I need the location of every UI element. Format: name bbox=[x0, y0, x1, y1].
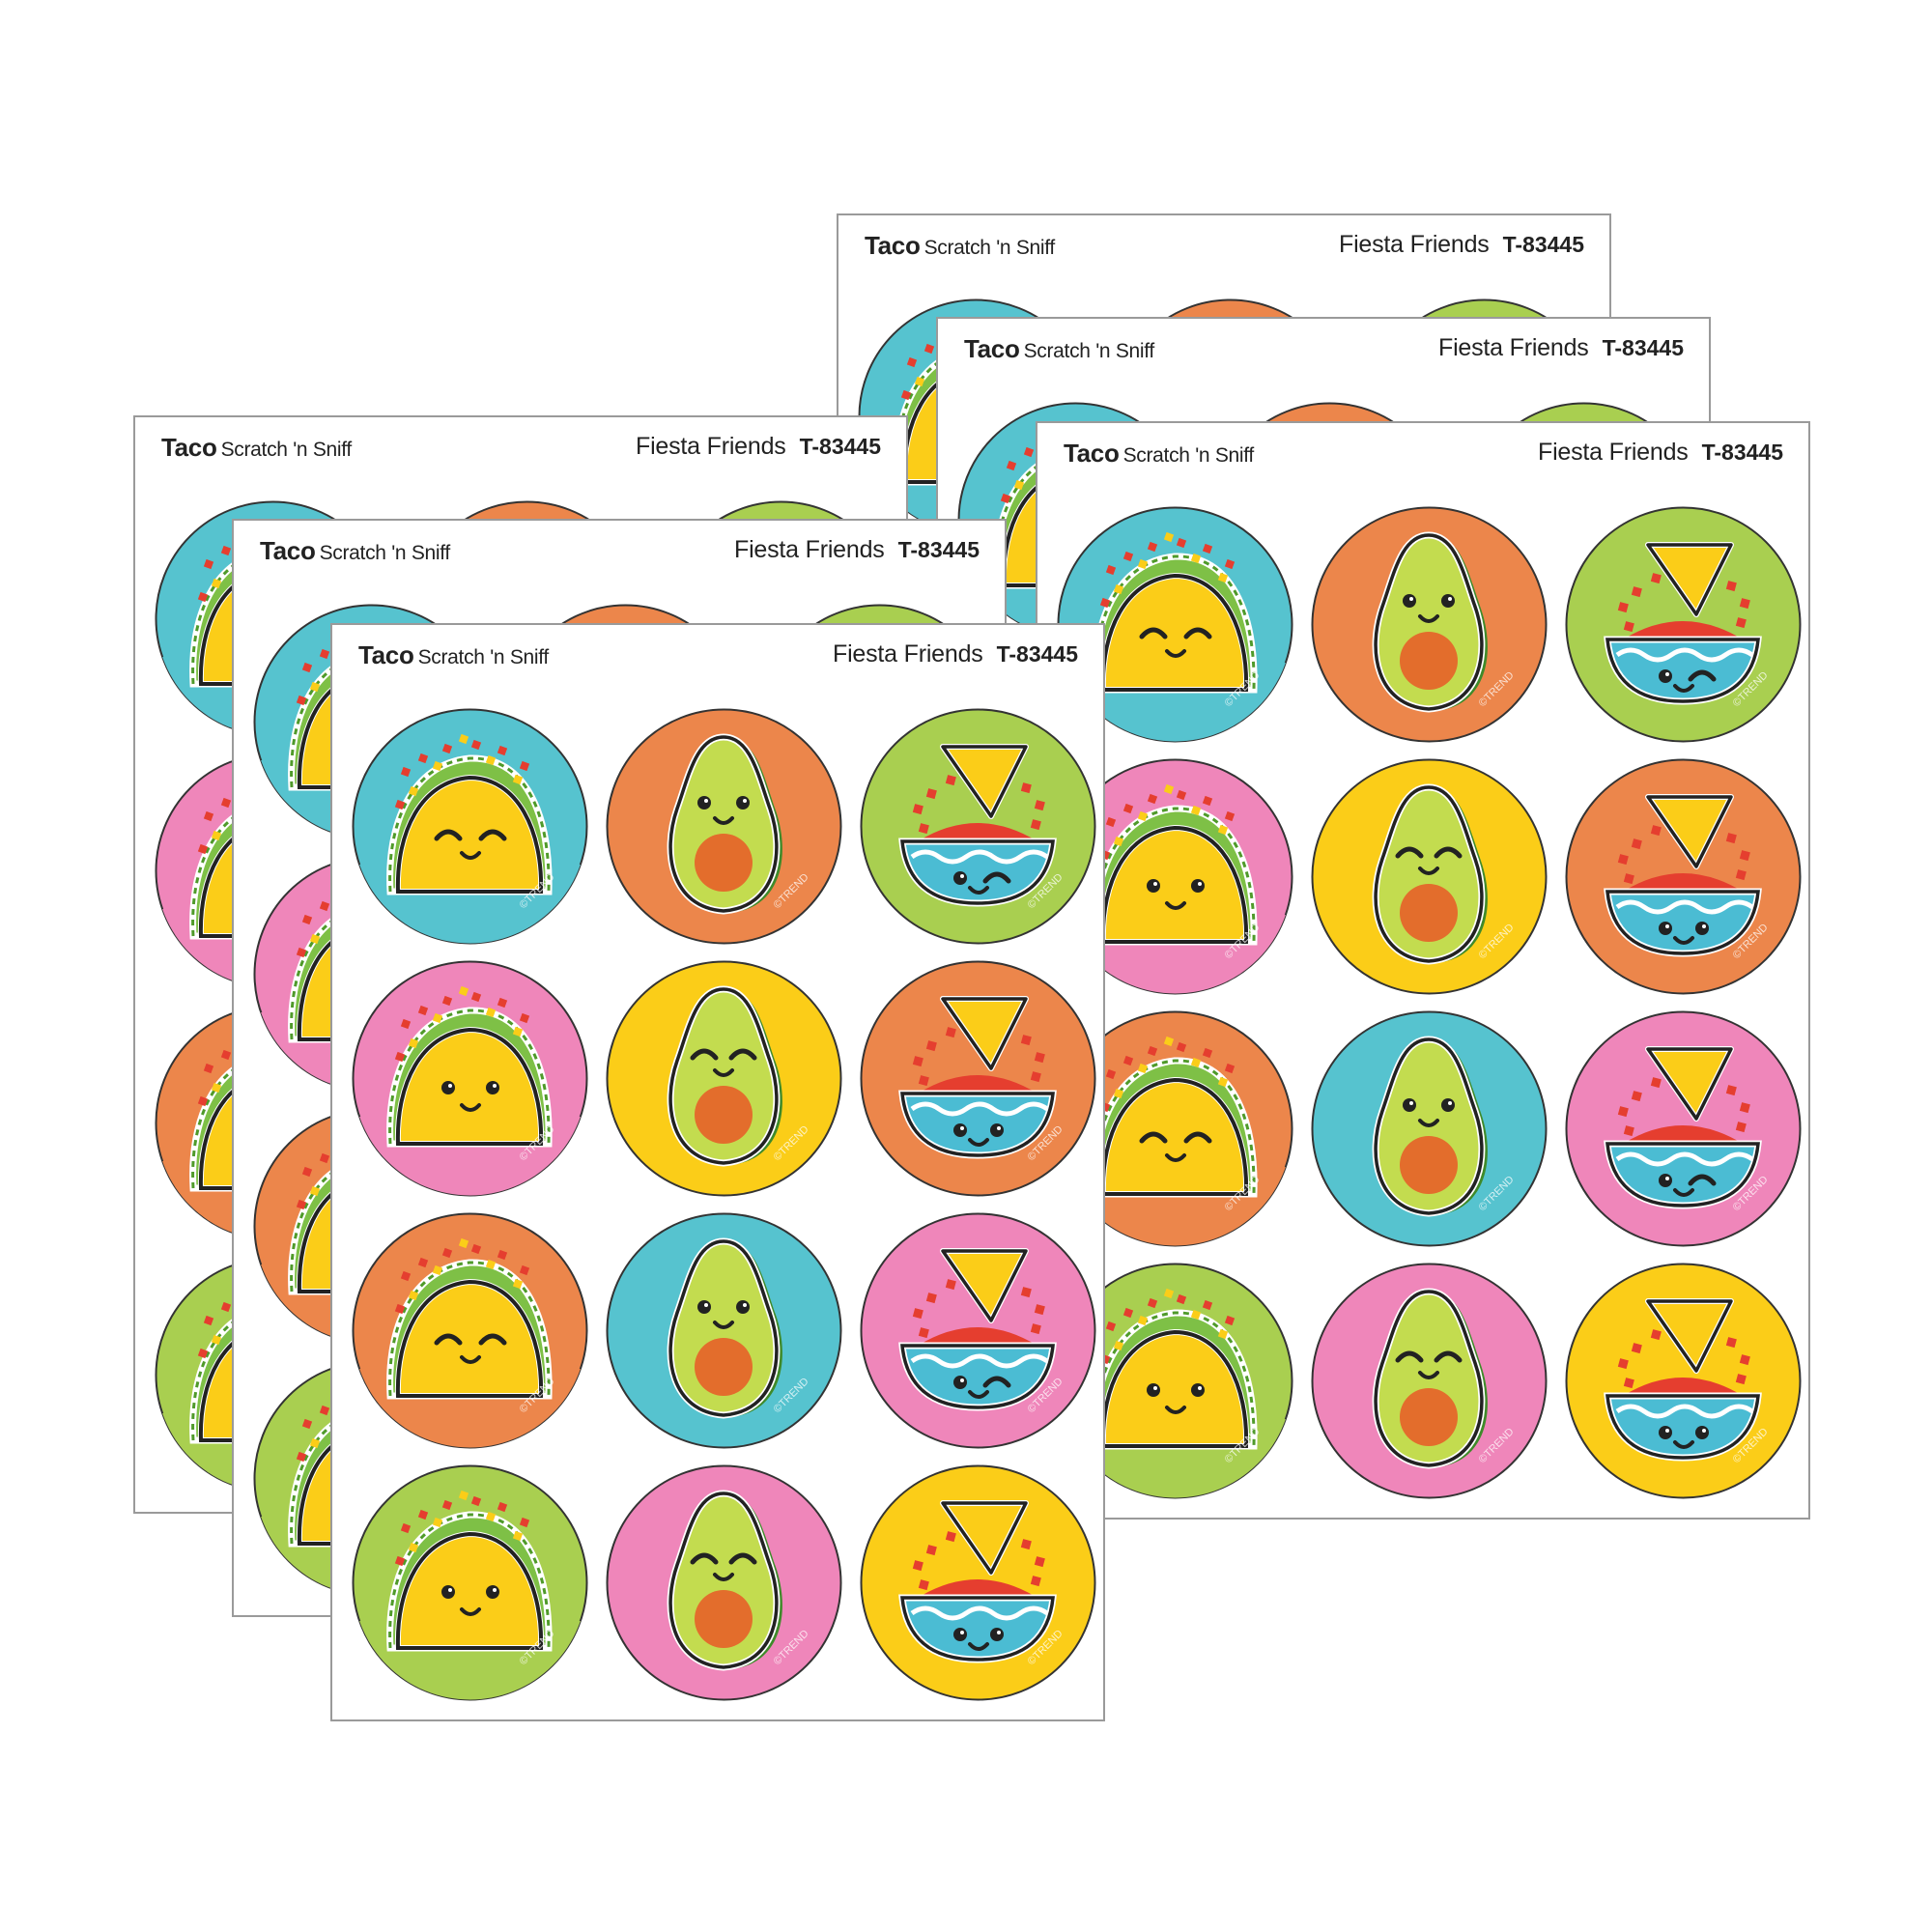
scent-label: Taco bbox=[358, 640, 414, 669]
scent-type-label: Scratch 'n Sniff bbox=[1122, 444, 1255, 467]
avocado-icon: ©TREND bbox=[1311, 506, 1548, 743]
sticker-grid: ©TREND ©TREND ©TREND bbox=[1057, 506, 1802, 1499]
scent-type-label: Scratch 'n Sniff bbox=[319, 542, 451, 564]
sticker: ©TREND bbox=[860, 1212, 1096, 1449]
sticker: ©TREND bbox=[860, 708, 1096, 945]
avocado-icon: ©TREND bbox=[1311, 1010, 1548, 1247]
sticker: ©TREND bbox=[352, 960, 588, 1197]
scent-type-label: Scratch 'n Sniff bbox=[417, 646, 550, 668]
sticker: ©TREND bbox=[606, 1212, 842, 1449]
salsa-bowl-icon: ©TREND bbox=[860, 708, 1096, 945]
taco-icon: ©TREND bbox=[352, 1212, 588, 1449]
sticker: ©TREND bbox=[1311, 758, 1548, 995]
sticker: ©TREND bbox=[1311, 1263, 1548, 1499]
avocado-icon: ©TREND bbox=[1311, 1263, 1548, 1499]
scent-type-label: Scratch 'n Sniff bbox=[1023, 340, 1155, 362]
sticker: ©TREND bbox=[1311, 506, 1548, 743]
series-label: Fiesta Friends bbox=[636, 433, 786, 460]
salsa-bowl-icon: ©TREND bbox=[1565, 506, 1802, 743]
avocado-icon: ©TREND bbox=[606, 960, 842, 1197]
taco-icon: ©TREND bbox=[352, 708, 588, 945]
sticker: ©TREND bbox=[606, 1464, 842, 1701]
product-code: T-83445 bbox=[897, 537, 980, 562]
scent-type-label: Scratch 'n Sniff bbox=[923, 237, 1056, 259]
scent-label: Taco bbox=[1064, 439, 1120, 468]
taco-icon: ©TREND bbox=[1057, 758, 1293, 995]
taco-icon: ©TREND bbox=[1057, 1263, 1293, 1499]
product-code: T-83445 bbox=[1502, 232, 1584, 257]
sticker: ©TREND bbox=[860, 1464, 1096, 1701]
product-code: T-83445 bbox=[1701, 440, 1783, 465]
avocado-icon: ©TREND bbox=[606, 1212, 842, 1449]
sticker: ©TREND bbox=[1057, 1263, 1293, 1499]
scent-label: Taco bbox=[964, 334, 1020, 363]
series-label: Fiesta Friends bbox=[1538, 439, 1689, 466]
series-label: Fiesta Friends bbox=[833, 640, 983, 668]
scent-label: Taco bbox=[161, 433, 217, 462]
sticker: ©TREND bbox=[860, 960, 1096, 1197]
sticker-grid: ©TREND ©TREND ©TREND bbox=[352, 708, 1096, 1701]
salsa-bowl-icon: ©TREND bbox=[1565, 758, 1802, 995]
product-code: T-83445 bbox=[799, 434, 881, 459]
avocado-icon: ©TREND bbox=[1311, 758, 1548, 995]
salsa-bowl-icon: ©TREND bbox=[1565, 1263, 1802, 1499]
sticker: ©TREND bbox=[606, 708, 842, 945]
sticker: ©TREND bbox=[1565, 506, 1802, 743]
scent-label: Taco bbox=[865, 231, 921, 260]
sticker: ©TREND bbox=[1311, 1010, 1548, 1247]
taco-icon: ©TREND bbox=[352, 960, 588, 1197]
avocado-icon: ©TREND bbox=[606, 708, 842, 945]
series-label: Fiesta Friends bbox=[1438, 334, 1589, 361]
series-label: Fiesta Friends bbox=[734, 536, 885, 563]
product-code: T-83445 bbox=[996, 641, 1078, 667]
sticker: ©TREND bbox=[352, 708, 588, 945]
salsa-bowl-icon: ©TREND bbox=[860, 1212, 1096, 1449]
product-code: T-83445 bbox=[1602, 335, 1684, 360]
sticker: ©TREND bbox=[606, 960, 842, 1197]
sticker: ©TREND bbox=[1565, 1263, 1802, 1499]
taco-icon: ©TREND bbox=[352, 1464, 588, 1701]
scent-type-label: Scratch 'n Sniff bbox=[220, 439, 353, 461]
sticker: ©TREND bbox=[1565, 758, 1802, 995]
salsa-bowl-icon: ©TREND bbox=[860, 960, 1096, 1197]
avocado-icon: ©TREND bbox=[606, 1464, 842, 1701]
scent-label: Taco bbox=[260, 536, 316, 565]
salsa-bowl-icon: ©TREND bbox=[1565, 1010, 1802, 1247]
sticker: ©TREND bbox=[352, 1212, 588, 1449]
sticker: ©TREND bbox=[1057, 758, 1293, 995]
series-label: Fiesta Friends bbox=[1339, 231, 1490, 258]
sticker: ©TREND bbox=[1565, 1010, 1802, 1247]
salsa-bowl-icon: ©TREND bbox=[860, 1464, 1096, 1701]
sticker: ©TREND bbox=[352, 1464, 588, 1701]
